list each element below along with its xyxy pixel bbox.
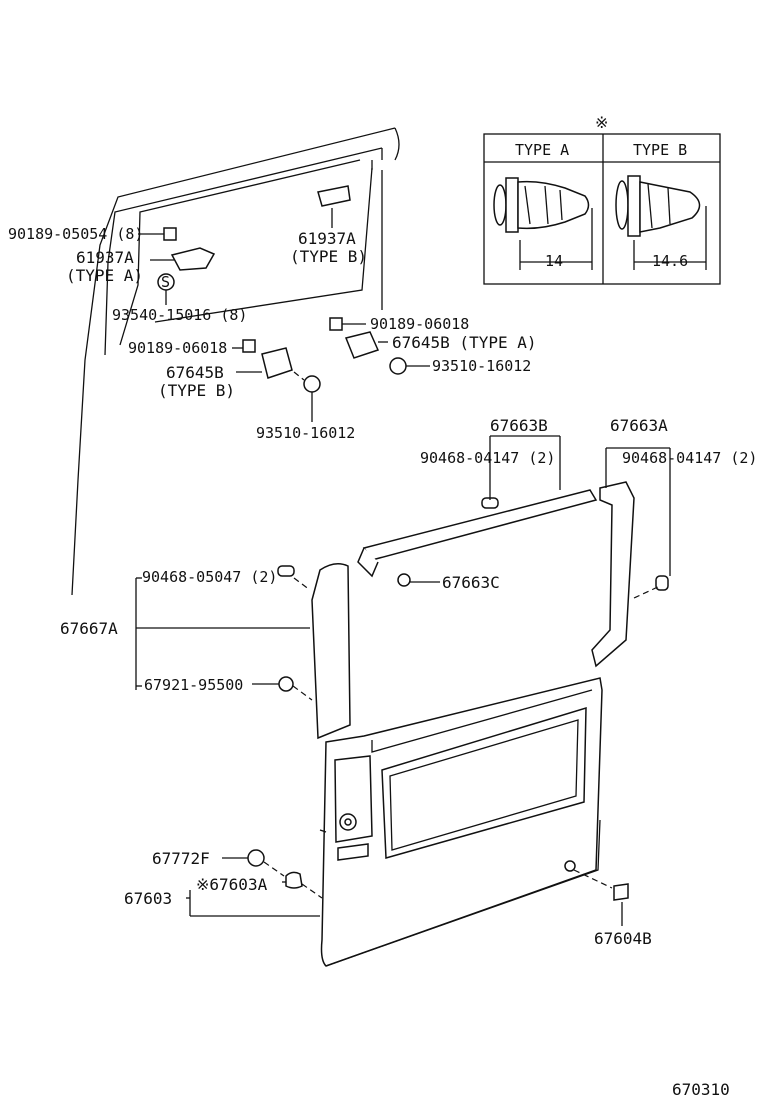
clip-90189-06018-left [242, 339, 256, 353]
label-61937a-left: 61937A [76, 248, 134, 267]
type-a-heading: TYPE A [515, 141, 569, 159]
clip-90189-05054 [163, 227, 177, 241]
label-90189-06018-left: 90189-06018 [128, 339, 227, 357]
upper-hardware: S [157, 185, 407, 393]
clip-90468-05047 [277, 565, 295, 577]
upper-leaders [138, 208, 430, 422]
label-67772f: 67772F [152, 849, 210, 868]
clip-90189-06018-right [329, 317, 343, 331]
label-90468-04147-right: 90468-04147 (2) [622, 449, 757, 467]
label-67663b: 67663B [490, 416, 548, 435]
type-b-heading: TYPE B [633, 141, 687, 159]
door-trim-panel-67603 [319, 677, 603, 967]
label-67663a: 67663A [610, 416, 668, 435]
label-67604b: 67604B [594, 929, 652, 948]
label-61937a-right: 61937A [298, 229, 356, 248]
garnish-leaders [135, 435, 671, 701]
clip-90468-04147-right [655, 575, 669, 591]
label-type-a-left: (TYPE A) [66, 266, 143, 285]
trim-window-opening [381, 706, 587, 859]
garnish-labels: 67663B 67663A 90468-04147 (2) 90468-0414… [60, 416, 757, 694]
label-93540-15016: 93540-15016 (8) [112, 306, 247, 324]
clip-67604b [613, 883, 629, 901]
clip-hole-67604b [564, 860, 576, 872]
screw-symbol: S [161, 273, 170, 291]
label-93510-16012-left: 93510-16012 [256, 424, 355, 442]
garnish-67663b [362, 489, 598, 561]
label-67667a: 67667A [60, 619, 118, 638]
label-90189-06018-right: 90189-06018 [370, 315, 469, 333]
label-67645b-left: 67645B [166, 363, 224, 382]
type-a-dimension: 14 [545, 252, 563, 270]
lower-labels: 67772F ※67603A 67603 67604B [124, 849, 652, 948]
label-type-b-left: (TYPE B) [158, 381, 235, 400]
screw-93510-16012-right [389, 357, 407, 375]
label-67603: 67603 [124, 889, 172, 908]
diagram-number: 670310 [672, 1080, 730, 1099]
clip-type-a-drawing: 14 [493, 177, 593, 270]
label-93510-16012-right: 93510-16012 [432, 357, 531, 375]
bracket-67645b-type-b [261, 347, 293, 379]
label-type-b-right: (TYPE B) [290, 247, 367, 266]
garnish-67667a [311, 563, 351, 740]
inset-marker: ※ [595, 113, 608, 132]
garnish-parts [277, 481, 669, 740]
label-90468-04147-left: 90468-04147 (2) [420, 449, 555, 467]
label-67603a: ※67603A [196, 875, 268, 894]
type-b-dimension: 14.6 [652, 252, 688, 270]
label-67663c: 67663C [442, 573, 500, 592]
inset-frame [483, 133, 721, 285]
lower-leaders [186, 857, 623, 926]
upper-labels: 90189-05054 (8) 61937A (TYPE A) 61937A (… [8, 225, 537, 442]
label-67921-95500: 67921-95500 [144, 676, 243, 694]
bracket-67645b-type-a [344, 331, 380, 359]
clip-61937a-type-a [170, 247, 216, 271]
door-handle-recess [334, 755, 373, 843]
clip-61937a-type-b [317, 185, 351, 207]
label-90468-05047: 90468-05047 (2) [142, 568, 277, 586]
clip-type-inset: ※ TYPE A TYPE B 14 [483, 113, 721, 285]
clip-type-b-drawing: 14.6 [615, 175, 707, 270]
clip-67663c [397, 573, 411, 587]
label-67645b-type-a: 67645B (TYPE A) [392, 333, 537, 352]
screw-93510-16012-left [303, 375, 321, 393]
clip-67772f [247, 849, 265, 867]
door-frame-outline [71, 127, 400, 596]
garnish-67663a [591, 481, 635, 668]
clip-67921-95500 [278, 676, 294, 692]
clip-67603a [285, 871, 303, 889]
label-90189-05054: 90189-05054 (8) [8, 225, 143, 243]
